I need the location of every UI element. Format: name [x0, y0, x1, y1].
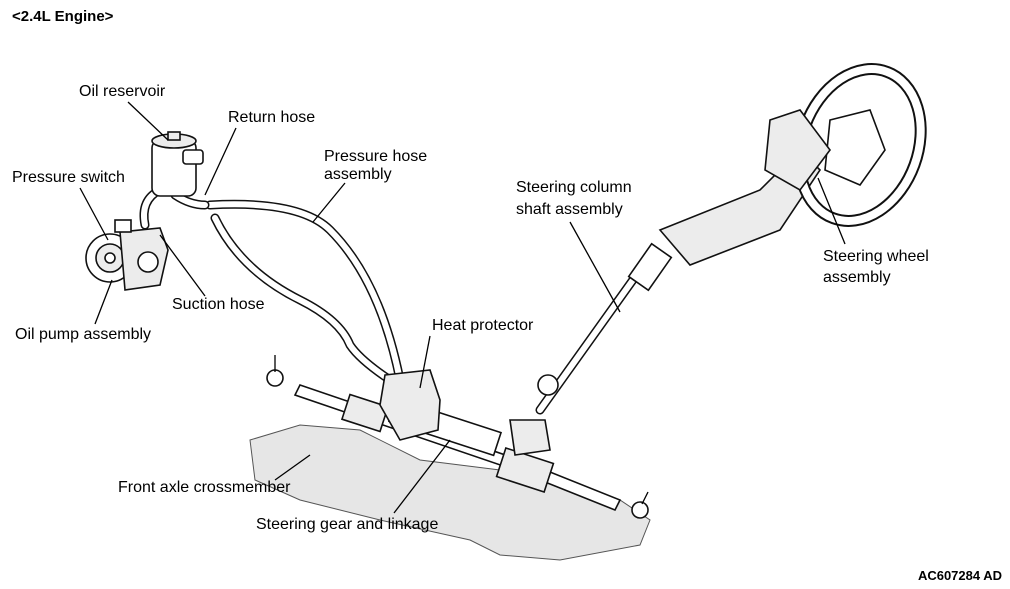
label-steering-column-line2: shaft assembly — [516, 201, 623, 218]
label-steering-wheel-line1: Steering wheel — [823, 248, 929, 265]
label-steering-gear-and-linkage: Steering gear and linkage — [256, 516, 439, 533]
label-pressure-switch: Pressure switch — [12, 169, 125, 186]
diagram-title: <2.4L Engine> — [12, 8, 114, 25]
label-oil-pump-assembly: Oil pump assembly — [15, 326, 152, 343]
oil-pump-assembly — [85, 219, 169, 291]
label-pressure-hose-line2: assembly — [324, 166, 392, 183]
label-suction-hose: Suction hose — [172, 296, 265, 313]
label-front-axle-crossmember: Front axle crossmember — [118, 479, 291, 496]
pressure-hose-assembly — [205, 199, 405, 385]
heat-protector — [379, 369, 441, 441]
label-steering-column-line1: Steering column — [516, 179, 632, 196]
figure-code: AC607284 AD — [917, 568, 1002, 583]
oil-reservoir — [151, 131, 204, 197]
steering-wheel-assembly — [764, 63, 927, 227]
label-steering-wheel-line2: assembly — [823, 269, 891, 286]
leader-lines — [79, 101, 846, 514]
front-axle-crossmember — [249, 424, 651, 561]
label-pressure-hose-line1: Pressure hose — [324, 148, 428, 165]
label-oil-reservoir: Oil reservoir — [79, 83, 166, 100]
steering-gear-and-linkage — [266, 355, 649, 519]
label-return-hose: Return hose — [228, 109, 316, 126]
label-heat-protector: Heat protector — [432, 317, 534, 334]
